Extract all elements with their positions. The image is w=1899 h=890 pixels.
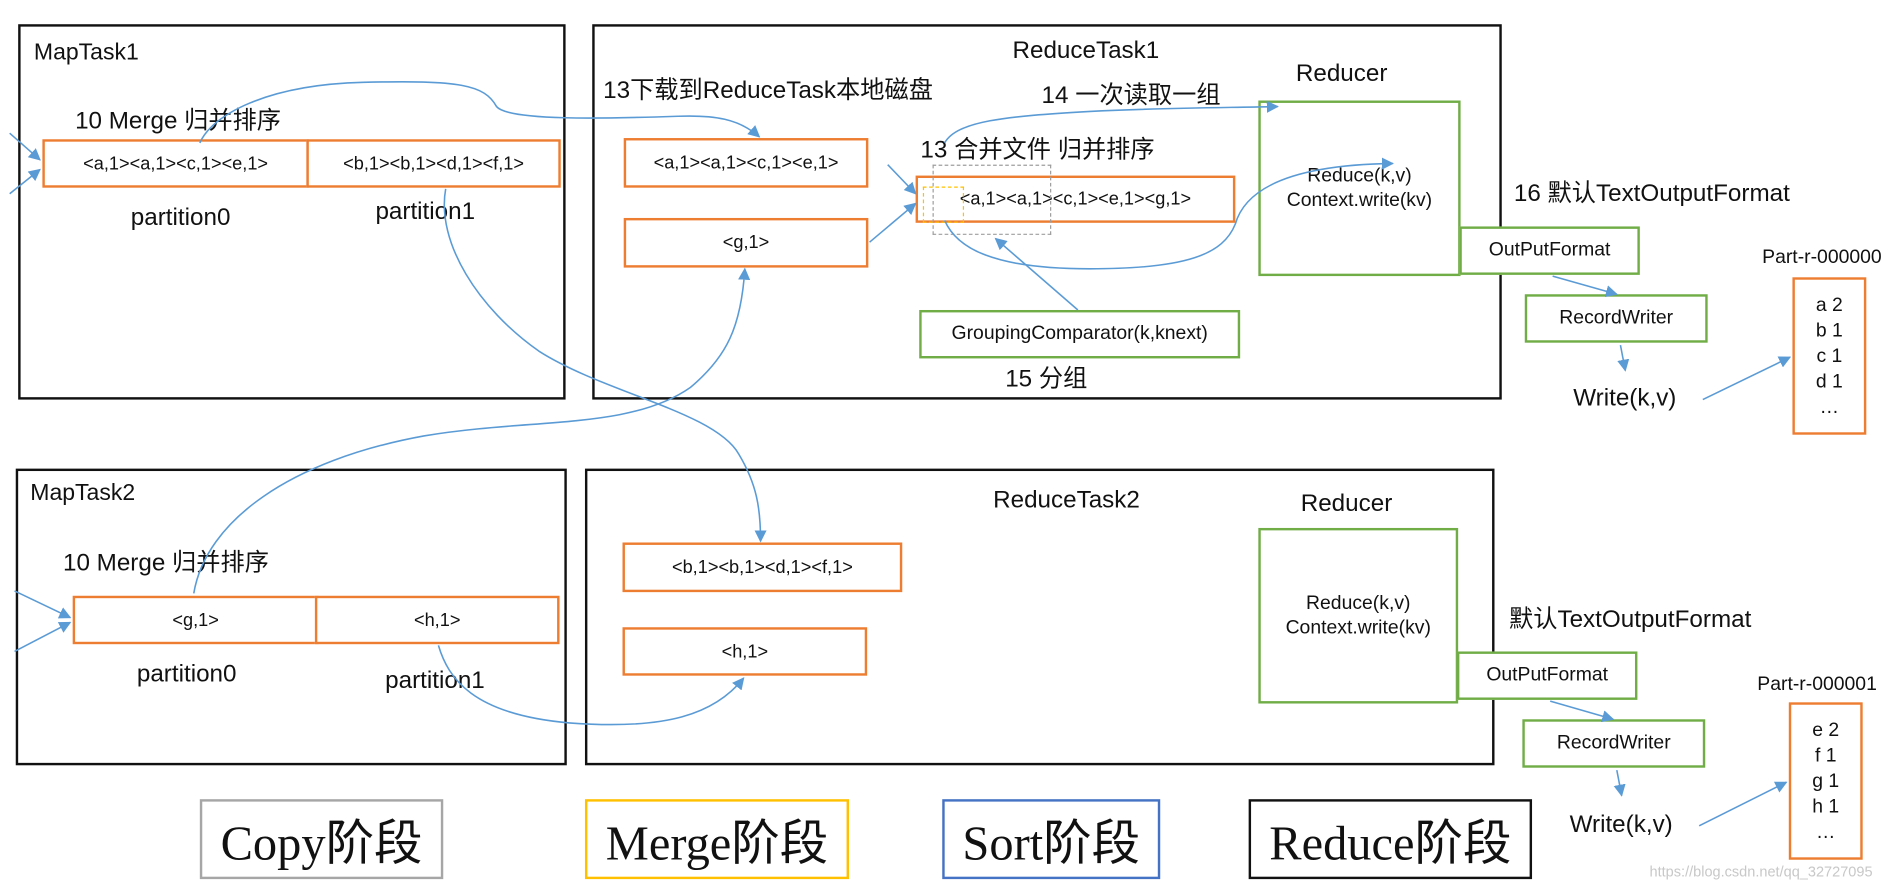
- arrow-writer2-to-write: [1613, 769, 1626, 797]
- reducetask1-context-write: Context.write(kv): [1286, 189, 1433, 211]
- reducetask1-file-name: Part-r-000000: [1762, 247, 1882, 268]
- reducetask1-group-label: 15 分组: [1005, 365, 1088, 393]
- maptask2-merge-label: 10 Merge 归并排序: [62, 549, 269, 577]
- arrow-map2-in-top: [14, 590, 72, 619]
- reducetask1-copied-box-1: <a,1><a,1><c,1><e,1>: [623, 138, 869, 188]
- merge-group-highlight: [922, 186, 965, 223]
- grouping-comparator-box: GroupingComparator(k,knext): [919, 309, 1241, 359]
- output-line: f 1: [1814, 745, 1837, 766]
- reducetask2-file-name: Part-r-000001: [1757, 674, 1877, 696]
- sort-group-highlight: [932, 164, 1052, 235]
- reducetask2-reducer-box: Reduce(k,v) Context.write(kv): [1258, 527, 1459, 704]
- reducetask2-write-label: Write(k,v): [1569, 811, 1673, 838]
- reducetask1-record-writer-box: RecordWriter: [1524, 294, 1708, 343]
- reducetask1-reducer-box: Reduce(k,v) Context.write(kv): [1258, 100, 1461, 277]
- arrow-map1-in-top: [9, 132, 41, 161]
- legend-reduce-phase: Reduce阶段: [1248, 799, 1533, 880]
- reducetask2-title: ReduceTask2: [993, 486, 1140, 514]
- reducetask1-output-format-label: 16 默认TextOutputFormat: [1513, 180, 1790, 208]
- maptask2-partition0-label: partition0: [136, 661, 237, 688]
- arrow-copy-map2p1-to-reduce2: [437, 645, 745, 726]
- reducetask2-context-write: Context.write(kv): [1285, 616, 1431, 638]
- reducetask2-copied-box-2: <h,1>: [622, 627, 868, 676]
- maptask2-partition1-label: partition1: [385, 667, 485, 694]
- reducetask2-copied-box-1: <b,1><b,1><d,1><f,1>: [622, 542, 903, 593]
- arrow-map1-in-bottom: [9, 168, 41, 195]
- maptask1-partition1-label: partition1: [375, 198, 476, 226]
- reducetask1-merged-file-box: <a,1><a,1><c,1><e,1><g,1>: [915, 175, 1236, 223]
- arrow-read-group: [943, 100, 1279, 144]
- output-line: d 1: [1815, 371, 1843, 392]
- legend-merge-phase: Merge阶段: [584, 799, 849, 880]
- reducetask1-title: ReduceTask1: [1012, 37, 1160, 65]
- reducetask1-read-label: 14 一次读取一组: [1041, 82, 1221, 109]
- output-line: a 2: [1815, 294, 1843, 316]
- reducetask2-output-format-label: 默认TextOutputFormat: [1509, 606, 1752, 634]
- arrow-copy-map2p0-to-reduce1: [192, 267, 751, 594]
- arrow-copy-map1p1-to-reduce2: [443, 188, 767, 543]
- reducetask1-reduce-call: Reduce(k,v): [1307, 165, 1412, 186]
- arrow-merge-box1: [887, 164, 917, 195]
- output-line: b 1: [1815, 320, 1843, 341]
- arrow-outputformat1-to-writer: [1552, 275, 1618, 298]
- maptask2-partition1-box: <h,1>: [314, 595, 560, 645]
- reducetask2-output-format-box: OutPutFormat: [1456, 651, 1638, 700]
- maptask1-panel: [18, 24, 566, 400]
- output-line: …: [1816, 821, 1836, 843]
- arrow-write1-to-file: [1702, 356, 1792, 401]
- maptask1-partition1-box: <b,1><b,1><d,1><f,1>: [306, 139, 561, 188]
- reducetask2-output-file: e 2 f 1 g 1 h 1 …: [1788, 702, 1863, 860]
- reducetask1-copied-box-2: <g,1>: [623, 217, 869, 268]
- reducetask2-record-writer-box: RecordWriter: [1522, 719, 1706, 768]
- maptask1-merge-label: 10 Merge 归并排序: [75, 107, 282, 135]
- reducetask1-output-format-box: OutPutFormat: [1459, 226, 1640, 275]
- maptask1-partition0-label: partition0: [130, 204, 231, 232]
- arrow-writer1-to-write: [1617, 344, 1630, 372]
- output-line: …: [1819, 396, 1840, 418]
- reducetask1-reducer-title: Reducer: [1295, 60, 1388, 88]
- arrow-outputformat2-to-writer: [1549, 700, 1615, 723]
- arrow-write2-to-file: [1698, 781, 1788, 827]
- maptask2-partition0-box: <g,1>: [72, 595, 319, 645]
- reducetask1-output-file: a 2 b 1 c 1 d 1 …: [1792, 277, 1867, 435]
- arrow-grouping-to-merged: [994, 237, 1079, 311]
- reducetask2-reduce-call: Reduce(k,v): [1306, 592, 1411, 614]
- watermark: https://blog.csdn.net/qq_32727095: [1649, 863, 1873, 881]
- arrow-copy-map1p0-to-reduce1: [199, 80, 761, 144]
- reducetask2-reducer-title: Reducer: [1300, 490, 1393, 518]
- output-line: e 2: [1812, 719, 1840, 741]
- arrow-map2-in-bottom: [14, 621, 72, 653]
- reducetask1-download-label: 13下载到ReduceTask本地磁盘: [603, 77, 933, 105]
- arrow-merge-box2: [869, 202, 917, 243]
- legend-sort-phase: Sort阶段: [942, 799, 1161, 880]
- output-line: h 1: [1812, 796, 1840, 817]
- legend-copy-phase: Copy阶段: [199, 799, 444, 880]
- maptask2-title: MapTask2: [30, 480, 136, 507]
- output-line: c 1: [1816, 345, 1843, 367]
- reducetask1-merge-label: 13 合并文件 归并排序: [920, 136, 1155, 164]
- reducetask1-write-label: Write(k,v): [1573, 385, 1677, 412]
- output-line: g 1: [1812, 770, 1840, 792]
- maptask1-title: MapTask1: [33, 39, 139, 66]
- arrow-group-to-reduce: [943, 157, 1394, 270]
